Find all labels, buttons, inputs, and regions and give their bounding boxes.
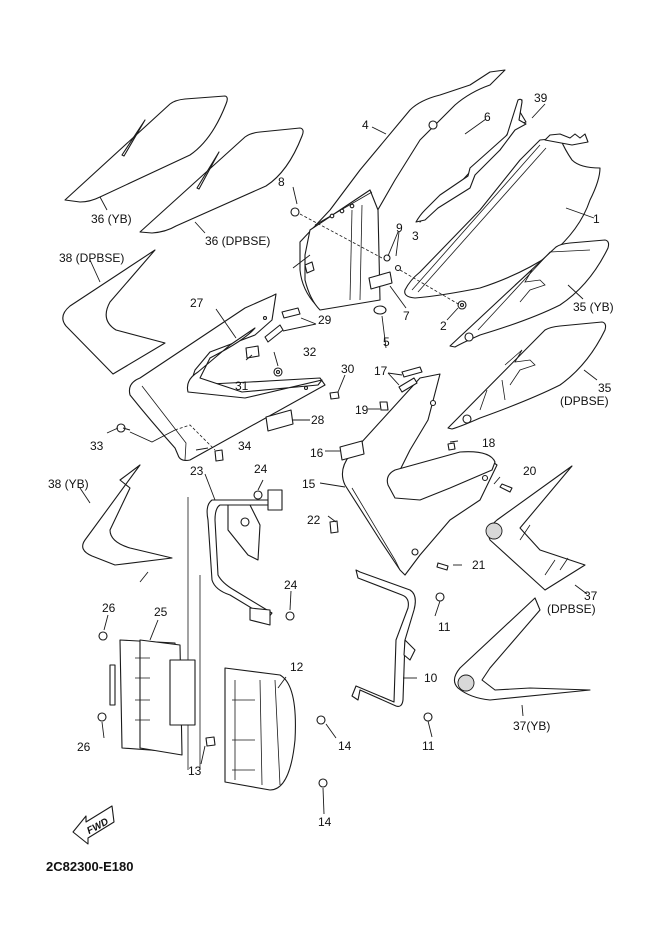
callout-26-top: 26 (102, 601, 116, 615)
cover-25 (109, 639, 196, 756)
callout-21: 21 (472, 558, 486, 572)
callout-33: 33 (90, 439, 104, 453)
callout-16: 16 (310, 446, 324, 460)
decal-36-dpbse (139, 127, 304, 234)
callout-15: 15 (302, 477, 316, 491)
callout-11-bottom: 11 (422, 739, 435, 753)
callout-28: 28 (311, 413, 325, 427)
callout-4: 4 (362, 118, 369, 132)
decal-35-dpbse (447, 321, 607, 430)
callout-37-yb: 37(YB) (513, 719, 550, 733)
leader-lines (79, 103, 598, 815)
callout-34: 34 (238, 439, 252, 453)
decal-37-yb (453, 597, 591, 701)
parts-small-15-group (329, 366, 513, 571)
decal-35-yb (449, 239, 610, 348)
callout-32: 32 (303, 345, 317, 359)
callout-23: 23 (190, 464, 204, 478)
callout-14-top: 14 (338, 739, 352, 753)
callout-24-top: 24 (254, 462, 268, 476)
callout-25: 25 (154, 605, 168, 619)
callout-6: 6 (484, 110, 491, 124)
callout-1: 1 (593, 212, 600, 226)
callout-36-dpbse: 36 (DPBSE) (205, 234, 270, 248)
fasteners (97, 120, 467, 788)
decal-36-yb (64, 95, 228, 203)
callout-26-bottom: 26 (77, 740, 91, 754)
callout-13: 13 (188, 764, 202, 778)
callout-36-yb: 36 (YB) (91, 212, 132, 226)
callout-18: 18 (482, 436, 496, 450)
callout-10: 10 (424, 671, 438, 685)
parts-small-27-group (116, 307, 340, 462)
callout-39: 39 (534, 91, 548, 105)
panel-4 (299, 69, 506, 311)
callout-35-dpbse-number: 35 (598, 381, 612, 395)
callout-29: 29 (318, 313, 332, 327)
panel-39 (415, 98, 527, 223)
bracket-10 (351, 569, 416, 707)
callout-19: 19 (355, 403, 369, 417)
bracket-23 (206, 489, 283, 626)
callout-14-bottom: 14 (318, 815, 332, 829)
panel-15 (341, 373, 498, 576)
callout-22: 22 (307, 513, 321, 527)
cover-12 (224, 667, 296, 791)
callout-35-yb: 35 (YB) (573, 300, 614, 314)
dash-ref-23 (187, 497, 201, 770)
callout-20: 20 (523, 464, 537, 478)
drawing-code: 2C82300-E180 (46, 859, 133, 874)
panel-1-side-cover (404, 133, 601, 299)
callout-5: 5 (383, 335, 390, 349)
decal-38-dpbse (62, 249, 166, 375)
callout-24-bottom: 24 (284, 578, 298, 592)
callout-3: 3 (412, 229, 419, 243)
callout-27: 27 (190, 296, 204, 310)
forward-direction-arrow: FWD (72, 805, 115, 845)
decal-37-dpbse (485, 465, 586, 591)
callout-38-yb: 38 (YB) (48, 477, 89, 491)
callout-31: 31 (235, 379, 249, 393)
callout-2: 2 (440, 319, 447, 333)
callout-37-dpbse-variant: (DPBSE) (547, 602, 596, 616)
callout-11-top: 11 (438, 620, 451, 634)
callout-30: 30 (341, 362, 355, 376)
callout-38-dpbse: 38 (DPBSE) (59, 251, 124, 265)
callout-17: 17 (374, 364, 388, 378)
callout-8: 8 (278, 175, 285, 189)
panel-27 (128, 293, 326, 461)
callout-9: 9 (396, 221, 403, 235)
callout-7: 7 (403, 309, 410, 323)
callout-35-dpbse-variant: (DPBSE) (560, 394, 609, 408)
callout-37-dpbse-number: 37 (584, 589, 598, 603)
callout-12: 12 (290, 660, 304, 674)
callout-labels: 1 2 3 4 5 6 7 8 9 39 29 27 31 32 30 28 3… (48, 91, 614, 829)
decal-38-yb (82, 464, 173, 566)
